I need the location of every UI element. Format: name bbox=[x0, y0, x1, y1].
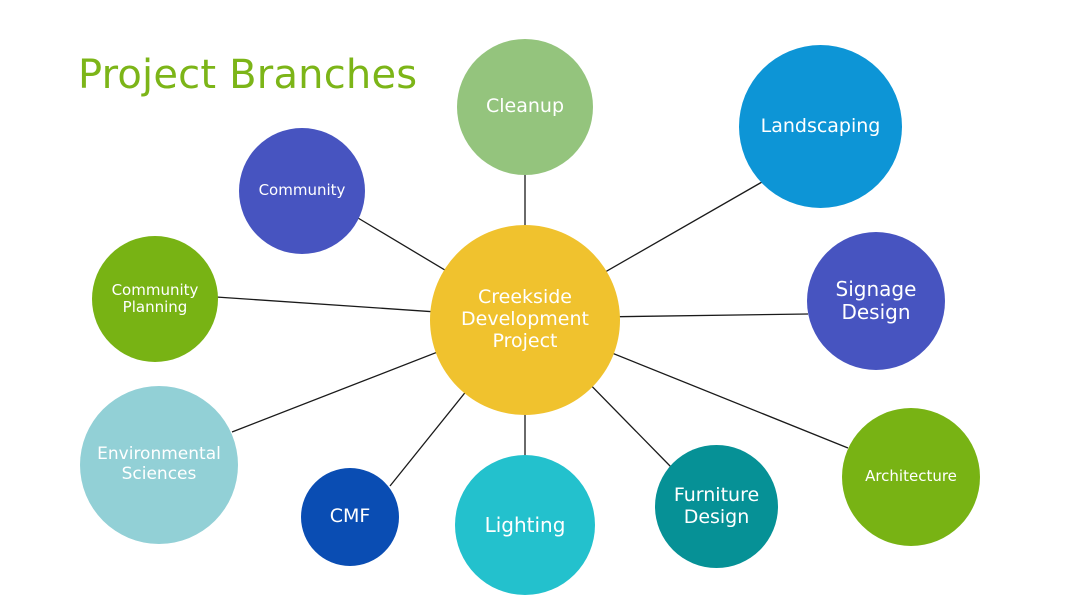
node-center: Creekside Development Project bbox=[430, 225, 620, 415]
node-cleanup-label: Cleanup bbox=[485, 95, 565, 118]
node-furniture-design: Furniture Design bbox=[655, 445, 778, 568]
node-center-label: Creekside Development Project bbox=[461, 286, 589, 352]
node-signage-design: Signage Design bbox=[807, 232, 945, 370]
node-signage-design-label: Signage Design bbox=[835, 277, 917, 324]
node-lighting-label: Lighting bbox=[484, 512, 566, 537]
node-architecture: Architecture bbox=[842, 408, 980, 546]
node-landscaping: Landscaping bbox=[739, 45, 902, 208]
node-environmental-sciences-label: Environmental Sciences bbox=[97, 444, 221, 484]
node-environmental-sciences: Environmental Sciences bbox=[80, 386, 238, 544]
node-community-planning-label: Community Planning bbox=[111, 280, 199, 316]
page-title: Project Branches bbox=[78, 52, 418, 98]
node-community: Community bbox=[239, 128, 365, 254]
node-architecture-label: Architecture bbox=[865, 467, 957, 486]
node-lighting: Lighting bbox=[455, 455, 595, 595]
node-community-label: Community bbox=[258, 181, 346, 200]
node-cmf: CMF bbox=[301, 468, 399, 566]
node-cmf-label: CMF bbox=[329, 505, 371, 528]
node-furniture-design-label: Furniture Design bbox=[673, 483, 760, 528]
node-community-planning: Community Planning bbox=[92, 236, 218, 362]
node-landscaping-label: Landscaping bbox=[760, 114, 881, 137]
node-cleanup: Cleanup bbox=[457, 39, 593, 175]
